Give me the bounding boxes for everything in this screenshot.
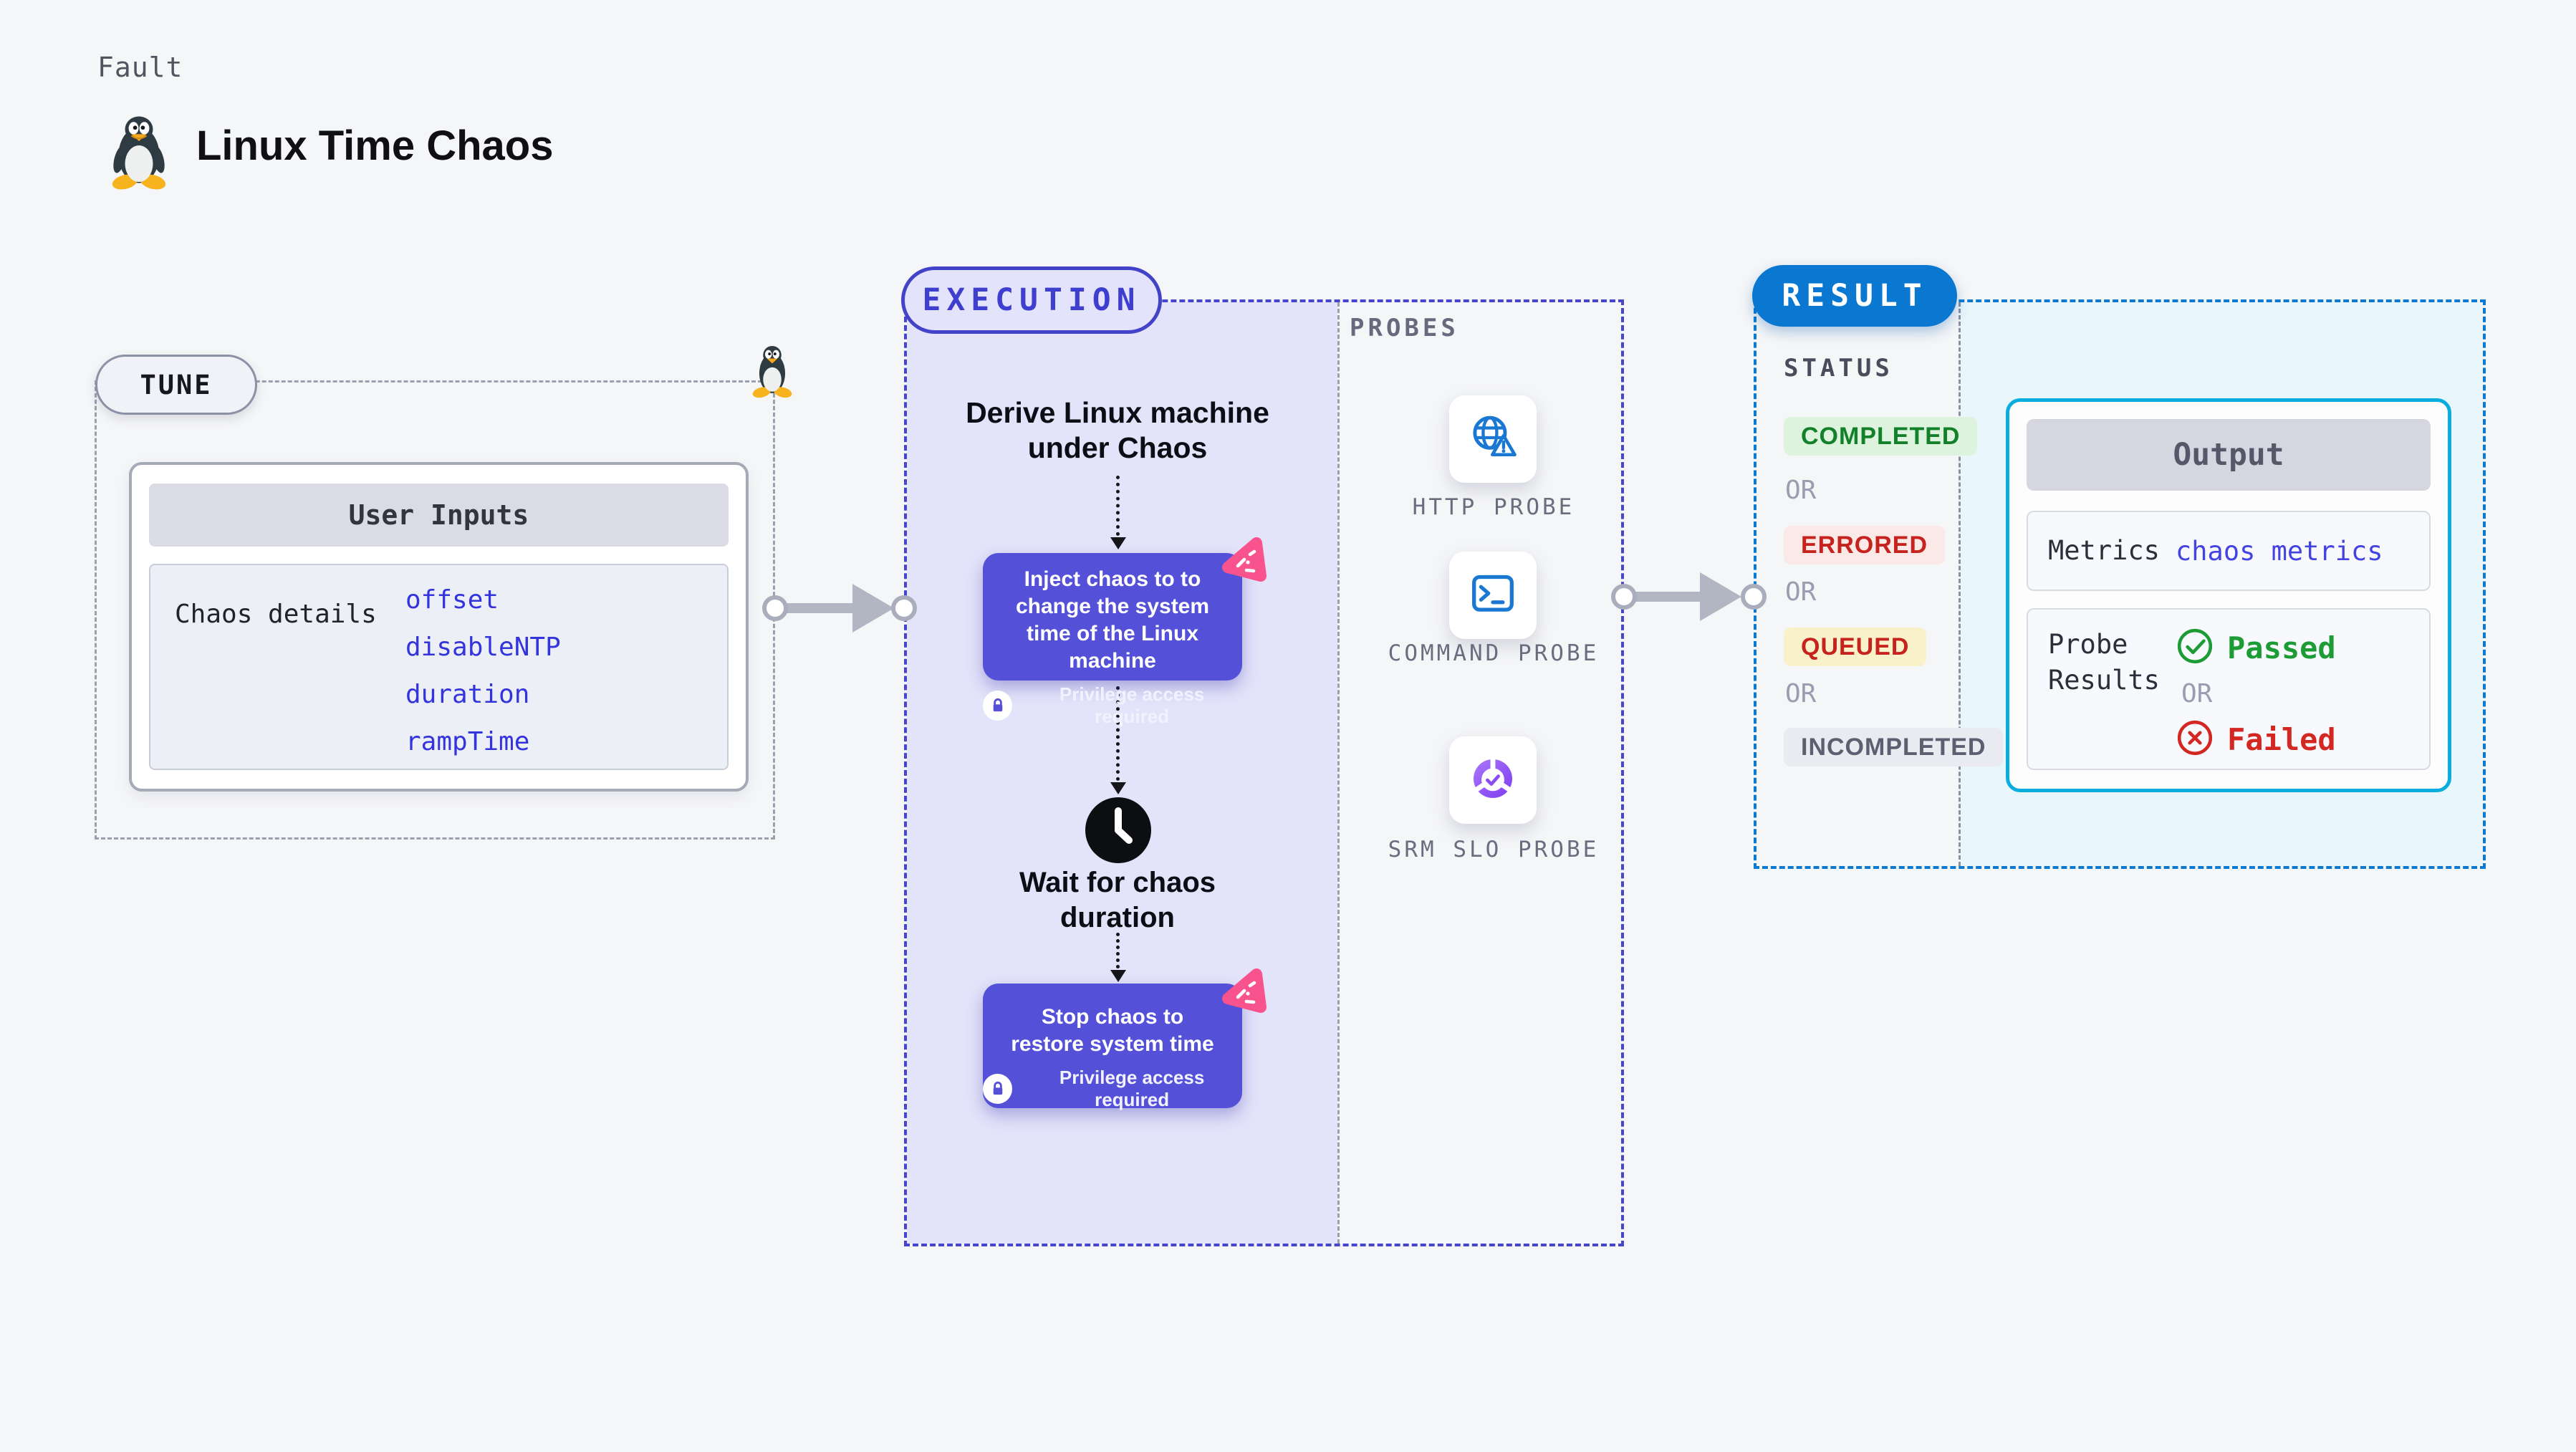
flow-arrow-head — [1110, 537, 1126, 549]
probe-results-row: Probe Results Passed OR — [2027, 608, 2431, 770]
status-badge-completed: COMPLETED — [1784, 417, 1978, 456]
flow-dotted-line — [1116, 686, 1120, 781]
or-label: OR — [1785, 476, 1817, 505]
connector-dot — [762, 595, 788, 621]
privilege-text: Privilege access required — [1059, 1067, 1205, 1110]
flow-dotted-line — [1116, 933, 1120, 968]
param-offset: offset — [405, 585, 499, 615]
output-card: Output Metrics chaos metrics Probe Resul… — [2006, 398, 2451, 792]
param-ramptime: rampTime — [405, 727, 530, 756]
probes-label: PROBES — [1350, 314, 1459, 342]
metrics-row: Metrics chaos metrics — [2027, 511, 2431, 591]
output-title: Output — [2027, 419, 2431, 491]
tune-to-execution-arrow-head — [852, 584, 894, 633]
srm-slo-probe-card — [1449, 736, 1537, 824]
linux-tux-icon — [105, 113, 173, 191]
tune-to-execution-arrow-line — [775, 603, 860, 613]
privilege-text: Privilege access required — [1059, 683, 1205, 727]
probe-results-values: Passed OR Failed — [2176, 627, 2336, 769]
clock-icon — [1085, 797, 1152, 864]
inject-chaos-node: Inject chaos to to change the system tim… — [983, 553, 1242, 727]
failed-line: Failed — [2176, 718, 2336, 761]
lock-icon — [983, 1074, 1013, 1104]
command-probe-card — [1449, 552, 1537, 639]
metrics-value: chaos metrics — [2176, 535, 2383, 567]
execution-badge: EXECUTION — [901, 266, 1162, 334]
x-circle-icon — [2176, 718, 2214, 761]
param-duration: duration — [405, 680, 530, 709]
srm-slo-probe-label: SRM SLO PROBE — [1388, 837, 1600, 862]
slo-donut-icon — [1467, 753, 1519, 808]
status-badge-incompleted: INCOMPLETED — [1784, 728, 2004, 766]
execution-to-result-arrow-head — [1700, 572, 1741, 621]
globe-alert-icon — [1466, 410, 1520, 468]
execution-to-result-arrow-line — [1624, 592, 1707, 602]
inject-chaos-text: Inject chaos to to change the system tim… — [1015, 567, 1210, 673]
tune-badge: TUNE — [95, 355, 257, 415]
user-inputs-card: User Inputs Chaos details offset disable… — [129, 462, 749, 792]
user-inputs-title: User Inputs — [149, 484, 729, 547]
passed-line: Passed — [2176, 627, 2336, 669]
passed-label: Passed — [2227, 630, 2336, 665]
flow-dotted-line — [1116, 476, 1120, 536]
metrics-label: Metrics — [2048, 535, 2160, 566]
fault-kicker: Fault — [97, 52, 183, 83]
derive-step-text: Derive Linux machine under Chaos — [966, 396, 1269, 464]
privilege-row: Privilege access required — [983, 683, 1242, 728]
page-title: Linux Time Chaos — [196, 122, 554, 169]
status-label: STATUS — [1784, 354, 1893, 383]
stop-chaos-node: Stop chaos to restore system time Privil… — [983, 984, 1242, 1111]
terminal-icon — [1467, 569, 1519, 622]
http-probe-card — [1449, 395, 1537, 483]
chaos-fault-icon — [1216, 533, 1271, 587]
chaos-details-row: Chaos details offset disableNTP duration… — [149, 564, 729, 770]
connector-dot — [1741, 584, 1767, 610]
probes-divider — [1337, 302, 1340, 1244]
chaos-param-list: offset disableNTP duration rampTime — [405, 577, 561, 766]
chaos-fault-icon — [1216, 964, 1271, 1019]
stop-chaos-text: Stop chaos to restore system time — [1011, 1005, 1214, 1056]
lock-icon — [983, 691, 1013, 721]
privilege-row: Privilege access required — [983, 1067, 1242, 1111]
linux-tux-small-icon — [748, 337, 797, 405]
status-badge-queued: QUEUED — [1784, 628, 1927, 666]
connector-dot — [891, 595, 917, 621]
flow-arrow-head — [1110, 782, 1126, 794]
failed-label: Failed — [2227, 722, 2336, 757]
probe-results-label: Probe Results — [2048, 629, 2160, 696]
check-circle-icon — [2176, 627, 2214, 669]
flow-arrow-head — [1110, 970, 1126, 982]
wait-step-text: Wait for chaos duration — [1019, 867, 1216, 933]
param-disablentp: disableNTP — [405, 633, 561, 662]
result-badge: RESULT — [1752, 265, 1957, 327]
connector-dot — [1611, 584, 1637, 610]
or-label: OR — [1785, 679, 1817, 708]
chaos-details-label: Chaos details — [175, 600, 377, 629]
or-label: OR — [1785, 577, 1817, 607]
http-probe-label: HTTP PROBE — [1412, 494, 1575, 520]
status-badge-errored: ERRORED — [1784, 526, 1946, 564]
or-label: OR — [2181, 679, 2213, 708]
command-probe-label: COMMAND PROBE — [1388, 640, 1600, 666]
